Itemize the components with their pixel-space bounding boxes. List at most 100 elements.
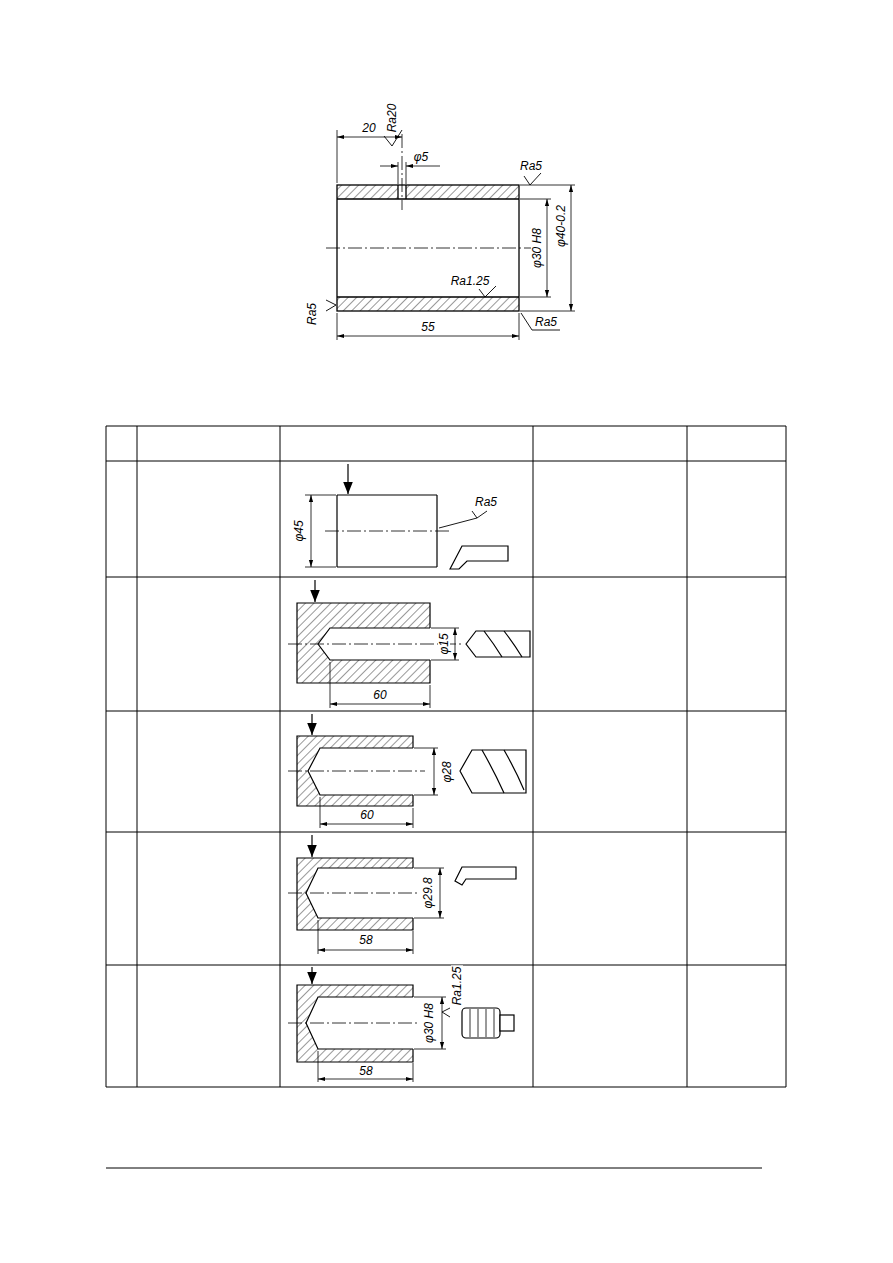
dimension-line: [330, 628, 459, 708]
roughness-mark: Ra5: [306, 302, 318, 326]
center-line: [288, 893, 418, 894]
center-line: [288, 771, 425, 772]
roughness-mark: Ra1.25: [451, 966, 463, 1007]
center-line: [288, 1023, 418, 1024]
dimension-line: [311, 495, 312, 567]
center-line: [326, 248, 531, 249]
dimension-text: 60: [372, 689, 387, 701]
roughness-symbol: [326, 300, 336, 311]
roughness-symbol: [326, 130, 560, 330]
roughness-mark: Ra5: [534, 316, 558, 328]
center-line: [402, 134, 403, 210]
dimension-line: [440, 868, 441, 918]
dimension-line: [430, 685, 431, 708]
clamp-arrow: [311, 714, 312, 735]
reamer: [500, 1015, 514, 1031]
roughness-symbol: [521, 313, 560, 330]
center-line: [288, 771, 425, 772]
dimension-line: [320, 797, 321, 828]
footer-rule: [106, 1168, 762, 1169]
twist-drill: [484, 631, 522, 657]
workpiece: [297, 858, 413, 930]
dimension-text: φ28: [441, 760, 453, 783]
footer-rule: [106, 1168, 762, 1169]
twist-drill: [482, 750, 524, 793]
clamp-arrow: [311, 835, 312, 857]
dimension-line: [406, 162, 407, 184]
table-grid: [106, 965, 786, 966]
dimension-line: [520, 311, 575, 312]
table-grid: [106, 832, 786, 833]
bushing-section: [337, 296, 519, 297]
twist-drill: [460, 750, 526, 793]
dimension-line: [318, 997, 446, 1082]
bushing-section: [337, 198, 519, 199]
boring-tool: [455, 867, 516, 885]
dimension-text: φ45: [293, 519, 305, 542]
dimension-line: [318, 868, 444, 954]
twist-drill: [466, 631, 530, 657]
dimension-line: [337, 130, 338, 183]
clamp-arrow: [347, 464, 348, 494]
dimension-line: [337, 137, 402, 138]
dimension-line: [414, 868, 444, 869]
workpiece: [297, 985, 413, 1062]
dimension-line: [320, 824, 413, 825]
dimension-line: [414, 1049, 446, 1050]
workpiece: [297, 603, 430, 683]
reamer: [470, 1009, 494, 1037]
workpiece: [308, 748, 413, 795]
dimension-text: φ40-0.2: [555, 204, 567, 248]
dimension-line: [330, 662, 331, 708]
clamp-arrow: [314, 580, 315, 602]
dimension-line: [413, 931, 414, 954]
dimension-line: [406, 166, 440, 167]
center-line: [325, 531, 450, 532]
clamp-arrow: [311, 835, 312, 857]
dimension-line: [318, 1079, 413, 1080]
dimension-line: [318, 950, 413, 951]
roughness-symbol: [442, 1008, 450, 1017]
dimension-line: [380, 166, 398, 167]
center-line: [325, 531, 450, 532]
dimension-text: 20: [361, 122, 376, 134]
dimension-text: φ30 H8: [423, 1002, 435, 1044]
dimension-line: [455, 628, 456, 660]
clamp-arrow: [311, 967, 312, 984]
twist-drill: [466, 631, 530, 657]
bushing-section: [397, 185, 398, 199]
clamp-arrow: [311, 967, 312, 984]
dimension-line: [398, 162, 399, 184]
reamer: [462, 1008, 500, 1038]
dimension-text: φ5: [413, 151, 430, 163]
bushing-section: [405, 185, 406, 199]
workpiece: [297, 858, 413, 930]
dimension-line: [337, 336, 519, 337]
roughness-symbol: [439, 511, 487, 528]
dimension-line: [330, 704, 430, 705]
turning-tool: [450, 546, 508, 569]
table-grid: [106, 461, 786, 462]
dimension-line: [305, 495, 336, 496]
dimension-line: [413, 808, 414, 828]
table-grid: [106, 577, 786, 578]
center-line: [288, 893, 418, 894]
center-line: [288, 644, 462, 645]
table-grid: [106, 426, 786, 427]
workpiece: [297, 985, 413, 1062]
dimension-text: 58: [358, 1065, 373, 1077]
center-line: [326, 134, 531, 248]
dimension-line: [520, 297, 551, 298]
dimension-text: 55: [420, 321, 435, 333]
workpiece: [297, 603, 430, 683]
dimension-line: [305, 567, 336, 568]
clamp-arrow: [311, 714, 312, 735]
table-grid: [786, 426, 787, 1087]
dimension-line: [305, 495, 336, 567]
table-grid: [106, 426, 786, 1087]
table-grid: [106, 711, 786, 712]
roughness-symbol: [472, 511, 487, 518]
bushing-section: [337, 297, 519, 311]
